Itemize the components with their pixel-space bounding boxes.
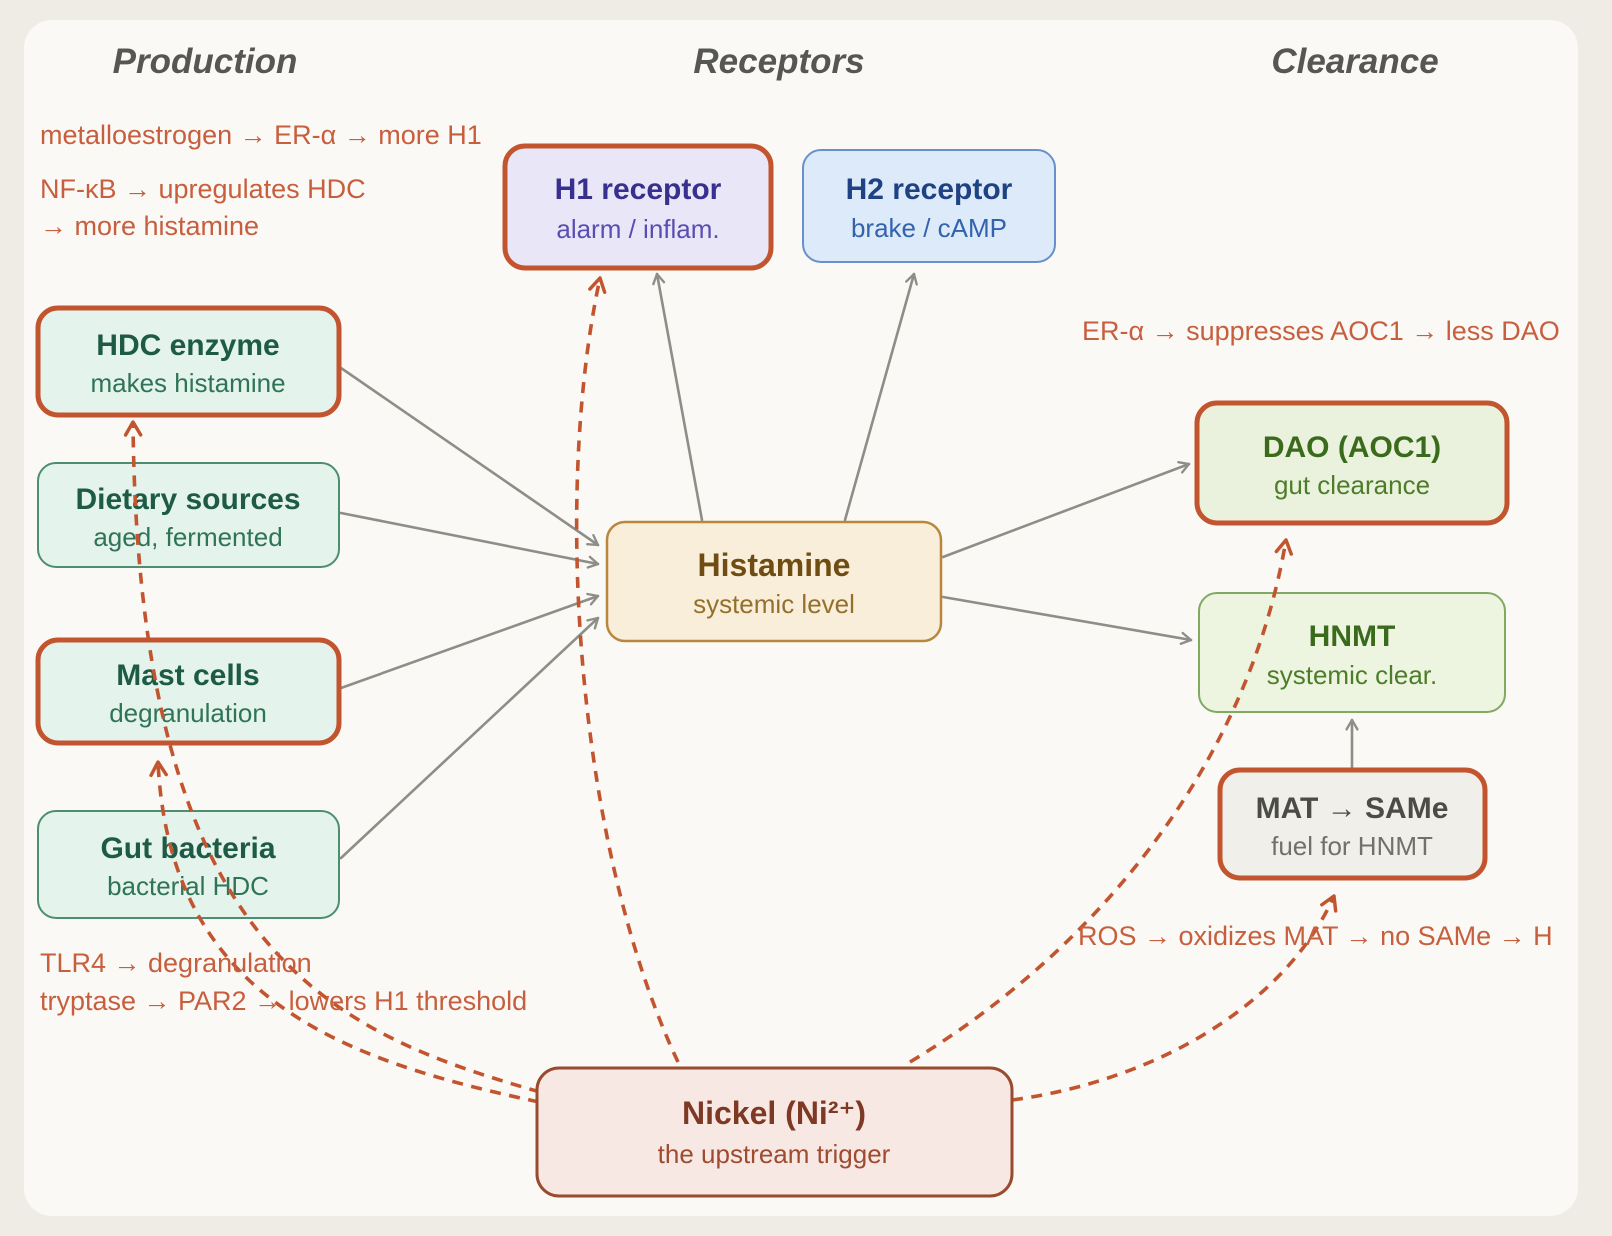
node-h2-title: H2 receptor xyxy=(846,173,1013,206)
edge-dietary-histamine xyxy=(339,511,600,569)
node-hnmt: HNMT systemic clear. xyxy=(1198,592,1506,713)
mechanism-annotations: metalloestrogen → ER-α → more H1 NF-κB →… xyxy=(40,120,1560,1016)
annotation-h1-note: metalloestrogen → ER-α → more H1 xyxy=(40,120,482,150)
edge-nickel-mat xyxy=(1011,894,1338,1102)
node-hdc: HDC enzyme makes histamine xyxy=(35,305,342,418)
node-h1-title: H1 receptor xyxy=(555,173,722,206)
node-dao-box xyxy=(1194,400,1510,526)
annotation-dao-note: ER-α → suppresses AOC1 → less DAO xyxy=(1082,316,1560,346)
edge-nickel-h1 xyxy=(574,276,680,1063)
annotation-mat-note: ROS → oxidizes MAT → no SAMe → H xyxy=(1078,921,1553,951)
node-gut-subtitle: bacterial HDC xyxy=(107,871,269,901)
node-nickel-box xyxy=(535,1066,1014,1198)
node-gut-box xyxy=(37,810,340,919)
node-h2-box xyxy=(802,149,1056,263)
node-dao-title: DAO (AOC1) xyxy=(1263,431,1441,464)
annotation-mast-note-line1: TLR4 → degranulation xyxy=(40,948,312,978)
node-mast-subtitle: degranulation xyxy=(109,698,267,728)
node-histamine-box xyxy=(605,520,943,643)
node-hdc-subtitle: makes histamine xyxy=(90,368,285,398)
annotation-hdc-note-line1: NF-κB → upregulates HDC xyxy=(40,174,366,204)
node-hnmt-title: HNMT xyxy=(1309,620,1396,653)
node-nickel-title: Nickel (Ni²⁺) xyxy=(682,1095,866,1131)
column-header-clearance: Clearance xyxy=(1271,42,1438,81)
edge-gut-histamine xyxy=(339,616,600,860)
node-h1-box xyxy=(502,143,774,271)
edge-histamine-dao xyxy=(941,461,1191,559)
node-histamine: Histamine systemic level xyxy=(605,520,943,643)
edge-nickel-mast xyxy=(149,760,559,1108)
node-h2-subtitle: brake / cAMP xyxy=(851,213,1007,243)
dashed-edges-from-nickel xyxy=(123,276,1338,1108)
annotation-hdc-note-line2: → more histamine xyxy=(40,211,259,241)
node-hnmt-subtitle: systemic clear. xyxy=(1267,660,1438,690)
gray-edges xyxy=(339,272,1359,860)
node-nickel-subtitle: the upstream trigger xyxy=(658,1139,891,1169)
node-dao-subtitle: gut clearance xyxy=(1274,470,1430,500)
node-dietary-title: Dietary sources xyxy=(75,483,300,516)
node-gut: Gut bacteria bacterial HDC xyxy=(37,810,340,919)
node-dietary-subtitle: aged, fermented xyxy=(93,522,282,552)
node-dietary: Dietary sources aged, fermented xyxy=(37,462,340,568)
node-h1: H1 receptor alarm / inflam. xyxy=(502,143,774,271)
node-mat: MAT → SAMe fuel for HNMT xyxy=(1217,767,1488,881)
edge-histamine-hnmt xyxy=(941,595,1193,645)
node-mat-subtitle: fuel for HNMT xyxy=(1271,831,1433,861)
node-mat-title: MAT → SAMe xyxy=(1256,792,1449,825)
node-mast-box xyxy=(35,637,342,746)
edge-histamine-h1 xyxy=(652,272,704,522)
column-header-receptors: Receptors xyxy=(693,42,864,81)
column-header-production: Production xyxy=(113,42,298,81)
node-gut-title: Gut bacteria xyxy=(100,832,275,865)
node-dietary-box xyxy=(37,462,340,568)
node-mat-box xyxy=(1217,767,1488,881)
node-hdc-box xyxy=(35,305,342,418)
node-histamine-title: Histamine xyxy=(698,547,851,583)
edge-mast-histamine xyxy=(339,592,600,690)
node-nickel: Nickel (Ni²⁺) the upstream trigger xyxy=(535,1066,1014,1198)
node-mast: Mast cells degranulation xyxy=(35,637,342,746)
node-mast-title: Mast cells xyxy=(116,659,259,692)
node-histamine-subtitle: systemic level xyxy=(693,589,855,619)
node-hdc-title: HDC enzyme xyxy=(96,329,279,362)
node-h1-subtitle: alarm / inflam. xyxy=(556,214,719,244)
edge-nickel-dao xyxy=(909,538,1293,1064)
node-dao: DAO (AOC1) gut clearance xyxy=(1194,400,1510,526)
annotation-mast-note-line2: tryptase → PAR2 → lowers H1 threshold xyxy=(40,986,527,1016)
node-h2: H2 receptor brake / cAMP xyxy=(802,149,1056,263)
edge-hdc-histamine xyxy=(339,366,600,547)
node-hnmt-box xyxy=(1198,592,1506,713)
edge-histamine-h2 xyxy=(843,272,918,522)
